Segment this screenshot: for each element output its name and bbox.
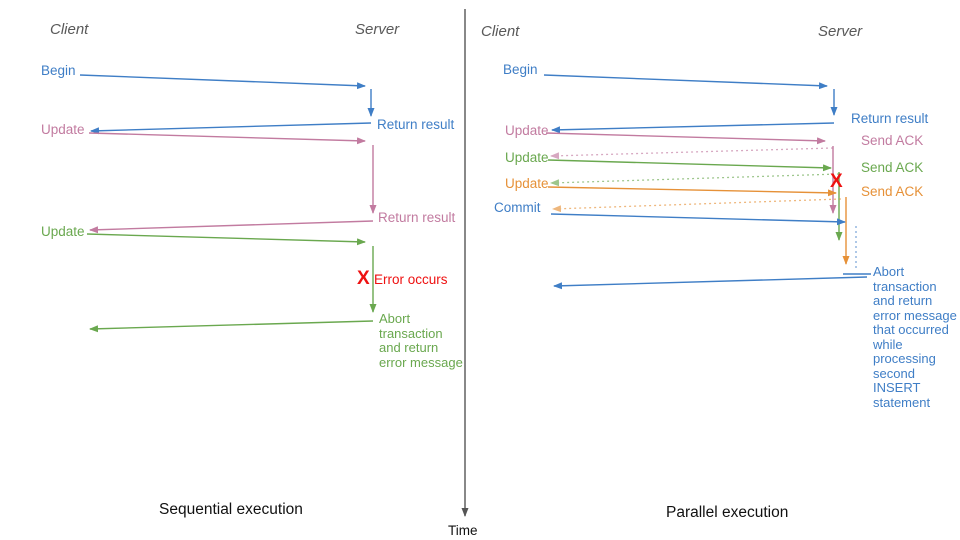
par-return-result-arrow xyxy=(551,122,835,134)
par-begin-request-arrow xyxy=(543,74,828,90)
seq-begin-request-arrow xyxy=(79,74,366,90)
seq-abort-message: Abort transaction and return error messa… xyxy=(379,311,463,370)
par-ack1-dotted-arrow xyxy=(550,147,834,160)
par-return-result-label: Return result xyxy=(851,111,929,126)
seq-update1-request-arrow xyxy=(88,132,366,145)
par-ack2-dotted-arrow xyxy=(550,173,840,187)
par-ack1-label: Send ACK xyxy=(861,133,924,148)
seq-server-header: Server xyxy=(355,21,400,38)
seq-update2-label: Update xyxy=(41,224,85,239)
par-update1-label: Update xyxy=(505,123,549,138)
seq-return2-arrow xyxy=(89,220,374,234)
par-client-header: Client xyxy=(481,23,520,40)
seq-update1-label: Update xyxy=(41,122,85,137)
par-commit-request-arrow xyxy=(550,213,846,226)
par-update1-request-arrow xyxy=(545,132,826,145)
par-update3-request-arrow xyxy=(547,186,837,197)
par-abort-return-arrow xyxy=(553,276,868,290)
seq-begin-label: Begin xyxy=(41,63,76,78)
par-update2-request-arrow xyxy=(547,159,832,172)
par-ack3-label: Send ACK xyxy=(861,184,924,199)
par-update2-label: Update xyxy=(505,150,549,165)
par-server-header: Server xyxy=(818,23,863,40)
seq-client-header: Client xyxy=(50,21,89,38)
sequential-execution-caption: Sequential execution xyxy=(159,501,303,518)
par-abort-message: Abort transaction and return error messa… xyxy=(873,264,957,410)
time-axis-label: Time xyxy=(448,523,478,538)
par-commit-label: Commit xyxy=(494,200,541,215)
seq-return1-label: Return result xyxy=(377,117,455,132)
seq-return1-arrow xyxy=(90,122,372,135)
seq-update2-request-arrow xyxy=(86,233,366,246)
seq-error-x-icon: X xyxy=(357,268,370,289)
seq-return2-label: Return result xyxy=(378,210,456,225)
parallel-execution-caption: Parallel execution xyxy=(666,504,789,521)
par-ack3-dotted-arrow xyxy=(552,198,842,213)
par-update3-label: Update xyxy=(505,176,549,191)
par-error-x-icon: X xyxy=(830,171,843,192)
par-begin-label: Begin xyxy=(503,62,538,77)
seq-error-label: Error occurs xyxy=(374,272,448,287)
par-ack2-label: Send ACK xyxy=(861,160,924,175)
seq-abort-return-arrow xyxy=(89,320,374,333)
